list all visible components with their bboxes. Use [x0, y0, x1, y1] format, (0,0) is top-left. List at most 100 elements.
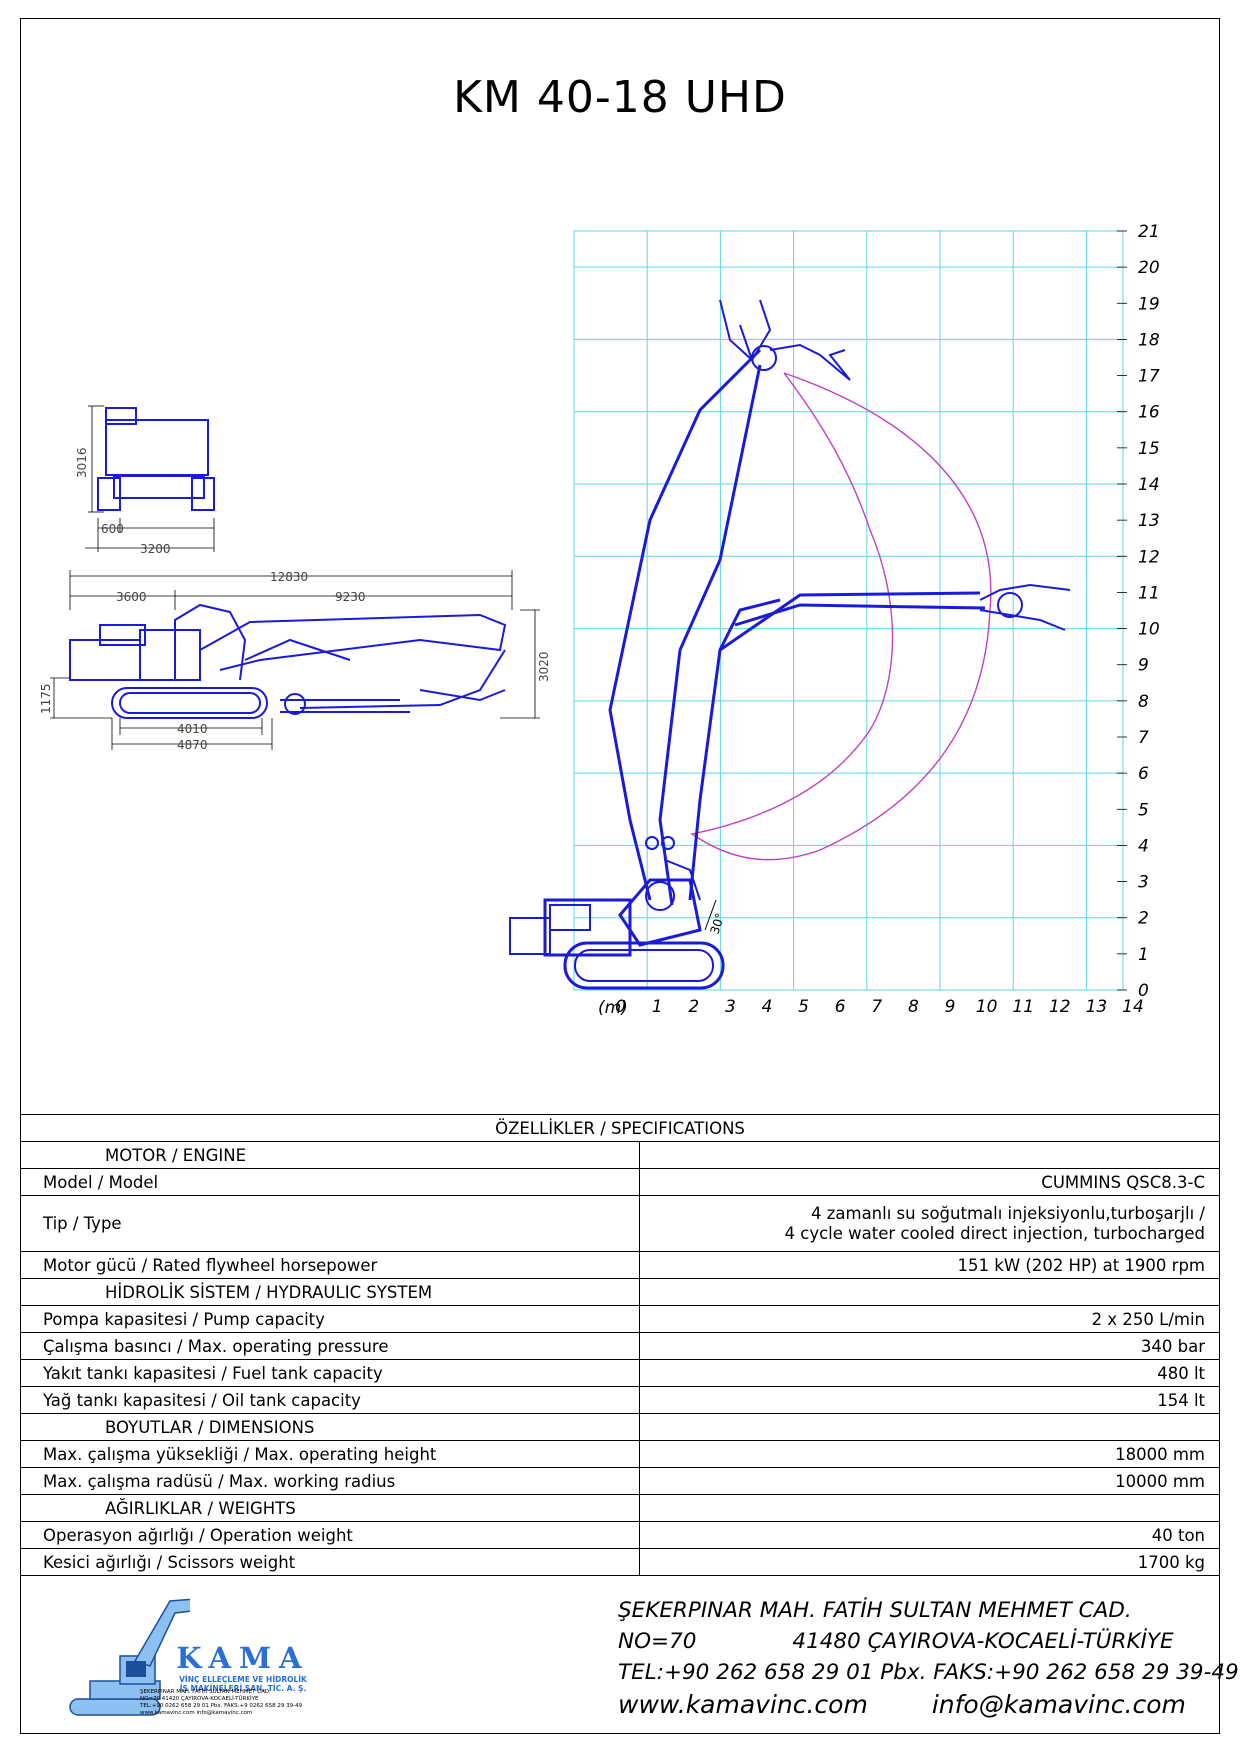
dim-side-track-length: 4010	[177, 722, 208, 736]
logo-contact-line: NO=70 41420 ÇAYIROVA-KOCAELİ-TÜRKİYE	[140, 1696, 259, 1702]
dim-side-track-height: 1175	[39, 683, 53, 714]
angle-label: 30°	[708, 911, 728, 936]
power-value: 151 kW (202 HP) at 1900 rpm	[639, 1251, 1220, 1279]
opweight-value: 40 ton	[639, 1521, 1220, 1549]
y-tick-label: 7	[1138, 728, 1149, 748]
radius-value: 10000 mm	[639, 1467, 1220, 1495]
y-tick-label: 8	[1138, 692, 1149, 712]
opweight-label: Operasyon ağırlığı / Operation weight	[20, 1521, 640, 1549]
y-tick-label: 12	[1138, 547, 1160, 567]
footer: KAMA VİNÇ ELLEÇLEME VE HİDROLİK İŞ MAKİN…	[20, 1581, 1239, 1734]
x-tick-label: 8	[908, 997, 919, 1017]
x-tick-label: 9	[945, 997, 956, 1017]
fuel-value: 480 lt	[639, 1359, 1220, 1387]
y-tick-label: 11	[1138, 583, 1160, 603]
x-tick-label: 11	[1012, 997, 1034, 1017]
section-hydraulic: HİDROLİK SİSTEM / HYDRAULIC SYSTEM	[20, 1278, 640, 1306]
x-tick-label: 10	[976, 997, 998, 1017]
y-tick-label: 18	[1138, 330, 1160, 350]
specifications-table: ÖZELLİKLER / SPECIFICATIONS MOTOR / ENGI…	[20, 1114, 1220, 1576]
y-tick-label: 0	[1138, 981, 1149, 1001]
section-engine: MOTOR / ENGINE	[20, 1141, 640, 1169]
scissor-value: 1700 kg	[639, 1548, 1220, 1576]
angle-marker	[704, 899, 717, 931]
side-view-drawing	[69, 603, 507, 719]
type-value: 4 zamanlı su soğutmalı injeksiyonlu,turb…	[639, 1195, 1220, 1252]
fuel-label: Yakıt tankı kapasitesi / Fuel tank capac…	[20, 1359, 640, 1387]
y-tick-label: 10	[1138, 620, 1160, 640]
logo-sub-1: VİNÇ ELLEÇLEME VE HİDROLİK	[179, 1675, 307, 1684]
logo-contact: ŞEKERPINAR MAH. FATİH SULTAN MEHMET CAD.…	[140, 1689, 302, 1717]
power-label: Motor gücü / Rated flywheel horsepower	[20, 1251, 640, 1279]
empty-cell	[639, 1494, 1220, 1522]
dim-side-track-overall: 4870	[177, 738, 208, 752]
company-logo-machine	[69, 1598, 190, 1716]
y-tick-label: 13	[1138, 511, 1160, 531]
dim-side-rear-length: 3600	[116, 590, 147, 604]
type-label: Tip / Type	[20, 1195, 640, 1252]
chart-grid	[573, 230, 1124, 991]
email-link[interactable]: info@kamavinc.com	[931, 1690, 1186, 1719]
logo-contact-line: ŞEKERPINAR MAH. FATİH SULTAN MEHMET CAD.	[140, 1689, 271, 1695]
front-view-dimension-lines	[85, 405, 215, 552]
height-label: Max. çalışma yüksekliği / Max. operating…	[20, 1440, 640, 1468]
dim-side-front-length: 9230	[335, 590, 366, 604]
y-tick-label: 20	[1138, 258, 1160, 278]
y-tick-label: 15	[1138, 439, 1160, 459]
y-tick-label: 19	[1138, 294, 1160, 314]
pressure-label: Çalışma basıncı / Max. operating pressur…	[20, 1332, 640, 1360]
y-tick-label: 1	[1138, 945, 1149, 965]
pump-value: 2 x 250 L/min	[639, 1305, 1220, 1333]
empty-cell	[639, 1278, 1220, 1306]
x-tick-label: 12	[1049, 997, 1071, 1017]
y-tick-label: 6	[1138, 764, 1149, 784]
y-tick-label: 3	[1138, 873, 1149, 893]
type-value-tr: 4 zamanlı su soğutmalı injeksiyonlu,turb…	[810, 1203, 1205, 1223]
empty-cell	[639, 1413, 1220, 1441]
radius-label: Max. çalışma radüsü / Max. working radiu…	[20, 1467, 640, 1495]
x-axis-unit: (m)	[598, 998, 628, 1018]
page-frame	[20, 18, 1220, 1734]
logo-sub-2: İŞ MAKİNELERİ SAN. TİC. A. Ş.	[179, 1684, 307, 1693]
x-tick-label: 7	[871, 997, 882, 1017]
company-address: ŞEKERPINAR MAH. FATİH SULTAN MEHMET CAD.…	[618, 1595, 1239, 1722]
y-tick-label: 9	[1138, 656, 1149, 676]
grid-border	[573, 230, 1124, 991]
pressure-value: 340 bar	[639, 1332, 1220, 1360]
oil-value: 154 lt	[639, 1386, 1220, 1414]
y-tick-label: 21	[1138, 222, 1160, 242]
dim-top-width: 3200	[140, 542, 171, 556]
y-tick-label: 17	[1138, 367, 1160, 387]
logo-contact-line: www.kamavinc.com info@kamavinc.com	[140, 1710, 253, 1716]
dim-side-overall-length: 12830	[270, 570, 308, 584]
address-line-1: ŞEKERPINAR MAH. FATİH SULTAN MEHMET CAD.	[618, 1598, 1132, 1623]
y-tick-label: 5	[1138, 800, 1149, 820]
website-link[interactable]: www.kamavinc.com	[618, 1690, 868, 1719]
empty-cell	[639, 1141, 1220, 1169]
x-tick-label: 14	[1122, 997, 1144, 1017]
dim-top-height: 3016	[75, 447, 89, 478]
logo-contact-line: TEL:+90 0262 658 29 01 Pbx. FAKS:+9 0262…	[140, 1703, 303, 1709]
scissor-label: Kesici ağırlığı / Scissors weight	[20, 1548, 640, 1576]
height-value: 18000 mm	[639, 1440, 1220, 1468]
dim-top-track-width: 600	[101, 522, 124, 536]
x-tick-label: 0	[615, 997, 626, 1017]
oil-label: Yağ tankı kapasitesi / Oil tank capacity	[20, 1386, 640, 1414]
page-title: KM 40-18 UHD	[453, 72, 787, 123]
x-tick-label: 13	[1086, 997, 1108, 1017]
y-tick-label: 2	[1138, 909, 1149, 929]
model-value: CUMMINS QSC8.3-C	[639, 1168, 1220, 1196]
model-label: Model / Model	[20, 1168, 640, 1196]
y-tick-label: 16	[1138, 403, 1160, 423]
type-value-en: 4 cycle water cooled direct injection, t…	[784, 1223, 1205, 1243]
pump-label: Pompa kapasitesi / Pump capacity	[20, 1305, 640, 1333]
address-city: 41480 ÇAYIROVA-KOCAELİ-TÜRKİYE	[792, 1629, 1174, 1654]
x-tick-label: 3	[725, 997, 736, 1017]
web-line: www.kamavinc.com info@kamavinc.com	[618, 1688, 1239, 1722]
section-weights: AĞIRLIKLAR / WEIGHTS	[20, 1494, 640, 1522]
logo-name: KAMA	[176, 1641, 310, 1675]
